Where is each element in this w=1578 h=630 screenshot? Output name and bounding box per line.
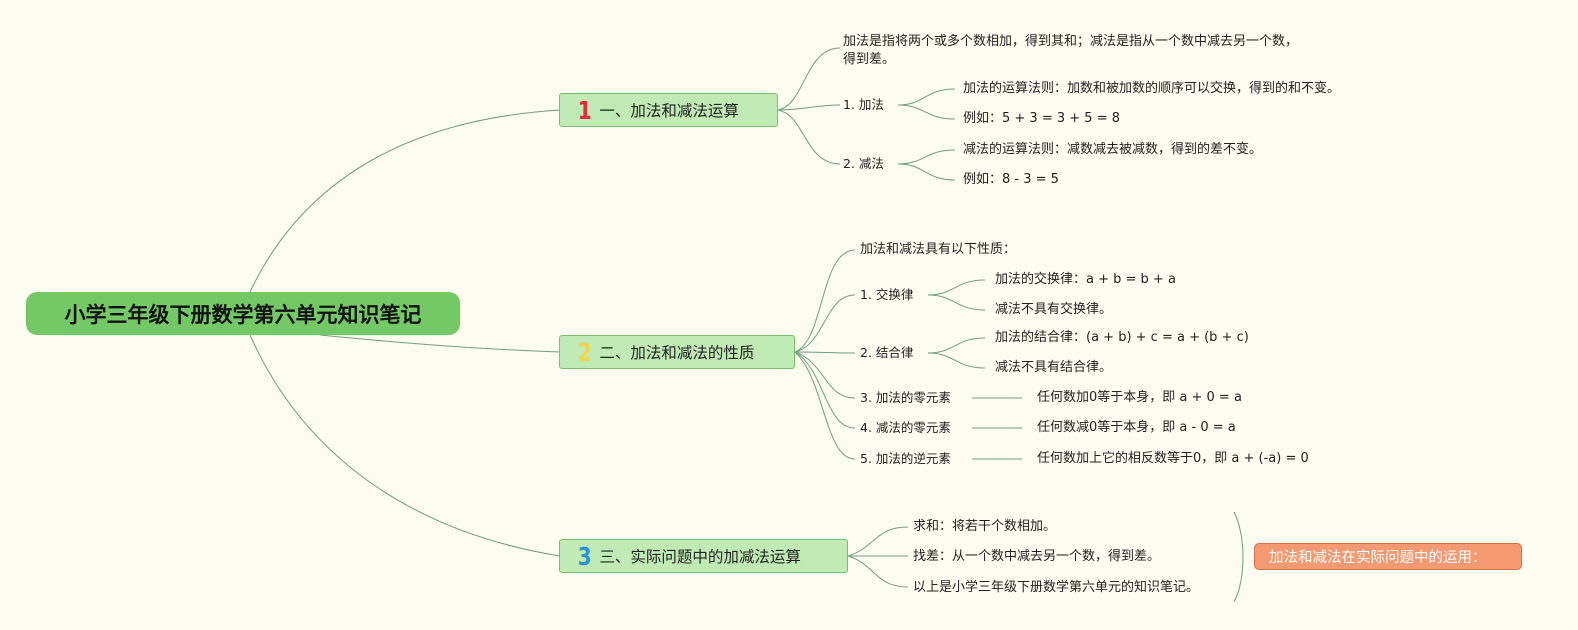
b1-intro-line2[interactable]: 得到差。: [843, 52, 896, 67]
b2-commutative-sub[interactable]: 减法不具有交换律。: [995, 302, 1113, 317]
b2-inverse-desc[interactable]: 任何数加上它的相反数等于0，即 a + (-a) = 0: [1037, 451, 1309, 466]
b2-zero-add-desc[interactable]: 任何数加0等于本身，即 a + 0 = a: [1037, 390, 1242, 405]
b1-sub-rule[interactable]: 减法的运算法则：减数减去被减数，得到的差不变。: [963, 142, 1263, 157]
b1-add-rule[interactable]: 加法的运算法则：加数和被加数的顺序可以交换，得到的和不变。: [963, 81, 1341, 96]
b3-item-summary[interactable]: 以上是小学三年级下册数学第六单元的知识笔记。: [913, 580, 1200, 595]
b2-commutative-add[interactable]: 加法的交换律：a + b = b + a: [995, 272, 1176, 287]
b2-associative-add[interactable]: 加法的结合律：(a + b) + c = a + (b + c): [995, 330, 1249, 345]
branch-3-number: 3: [577, 541, 592, 571]
b2-zero-sub-desc[interactable]: 任何数减0等于本身，即 a - 0 = a: [1037, 420, 1236, 435]
b1-sub-label[interactable]: 2. 减法: [843, 156, 884, 171]
b1-add-example[interactable]: 例如：5 + 3 = 3 + 5 = 8: [963, 111, 1120, 126]
branch-1-topic[interactable]: 1 一、加法和减法运算: [559, 93, 778, 127]
b2-intro[interactable]: 加法和减法具有以下性质：: [860, 242, 1017, 257]
root-title: 小学三年级下册数学第六单元知识笔记: [64, 302, 422, 327]
root-topic[interactable]: 小学三年级下册数学第六单元知识笔记: [26, 292, 460, 335]
b1-intro-line1[interactable]: 加法是指将两个或多个数相加，得到其和；减法是指从一个数中减去另一个数，: [843, 34, 1299, 49]
branch-3-topic[interactable]: 3 三、实际问题中的加减法运算: [559, 539, 848, 573]
b3-callout-text: 加法和减法在实际问题中的运用：: [1269, 550, 1487, 566]
b2-commutative-label[interactable]: 1. 交换律: [860, 287, 914, 302]
b2-inverse-label[interactable]: 5. 加法的逆元素: [860, 451, 951, 466]
branch-2-title: 二、加法和减法的性质: [599, 344, 755, 362]
branch-1-title: 一、加法和减法运算: [599, 102, 739, 120]
branch-2-topic[interactable]: 2 二、加法和减法的性质: [559, 335, 795, 369]
b1-sub-example[interactable]: 例如：8 - 3 = 5: [963, 172, 1059, 187]
b3-item-diff[interactable]: 找差：从一个数中减去另一个数，得到差。: [913, 549, 1161, 564]
b2-zero-add-label[interactable]: 3. 加法的零元素: [860, 390, 951, 405]
b2-associative-label[interactable]: 2. 结合律: [860, 345, 914, 360]
branch-3-title: 三、实际问题中的加减法运算: [599, 548, 801, 566]
branch-1-number: 1: [577, 95, 592, 125]
b2-associative-sub[interactable]: 减法不具有结合律。: [995, 360, 1113, 375]
b1-add-label[interactable]: 1. 加法: [843, 97, 884, 112]
branch-2-number: 2: [577, 337, 592, 367]
b2-zero-sub-label[interactable]: 4. 减法的零元素: [860, 420, 951, 435]
b3-summary-callout[interactable]: 加法和减法在实际问题中的运用：: [1254, 543, 1522, 570]
b3-item-sum[interactable]: 求和：将若干个数相加。: [913, 519, 1057, 534]
